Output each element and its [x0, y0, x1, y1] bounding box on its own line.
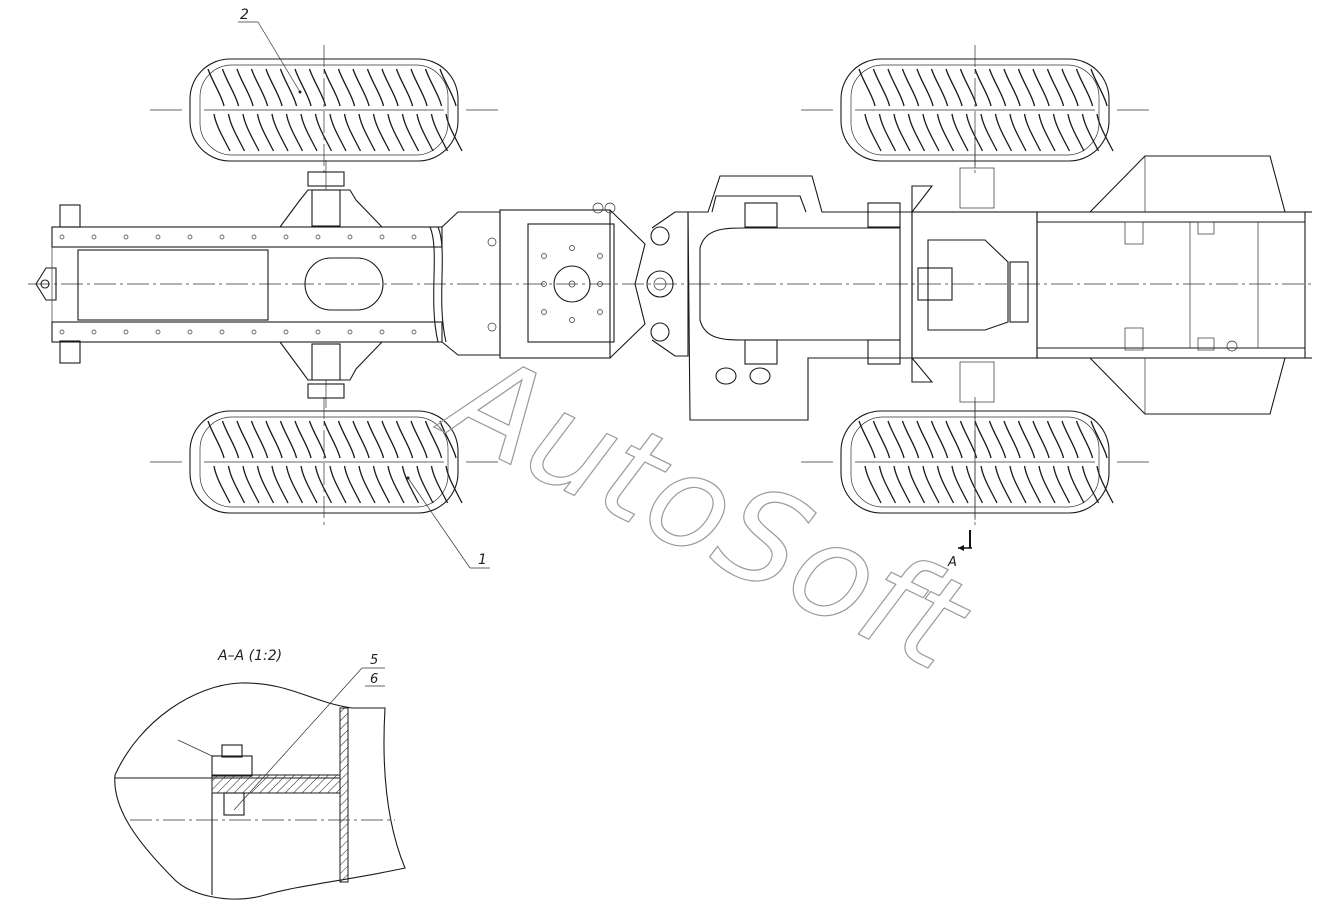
wheel-rear-bottom [150, 397, 498, 527]
chassis-drawing [28, 130, 1312, 520]
callout-label-1: 1 [478, 552, 487, 568]
callout-2: 2 [238, 7, 302, 94]
front-frame [687, 130, 1038, 520]
articulation-joint [646, 211, 689, 357]
section-marker-a: A [947, 530, 972, 570]
callout-1: 1 [406, 476, 490, 569]
watermark: AutoSoft [420, 321, 992, 702]
callout-label-2: 2 [240, 7, 249, 23]
section-view-title: A–A (1:2) [217, 648, 282, 664]
rear-frame [51, 160, 501, 408]
callout-label-5: 5 [370, 653, 378, 668]
section-view-a-a: A–A (1:2) 5 6 [114, 648, 406, 900]
section-marker-label: A [947, 555, 957, 570]
front-tray [1036, 155, 1312, 415]
callout-label-6: 6 [370, 672, 378, 687]
pivot-plate [499, 202, 646, 359]
wheel-rear-top [150, 45, 498, 175]
